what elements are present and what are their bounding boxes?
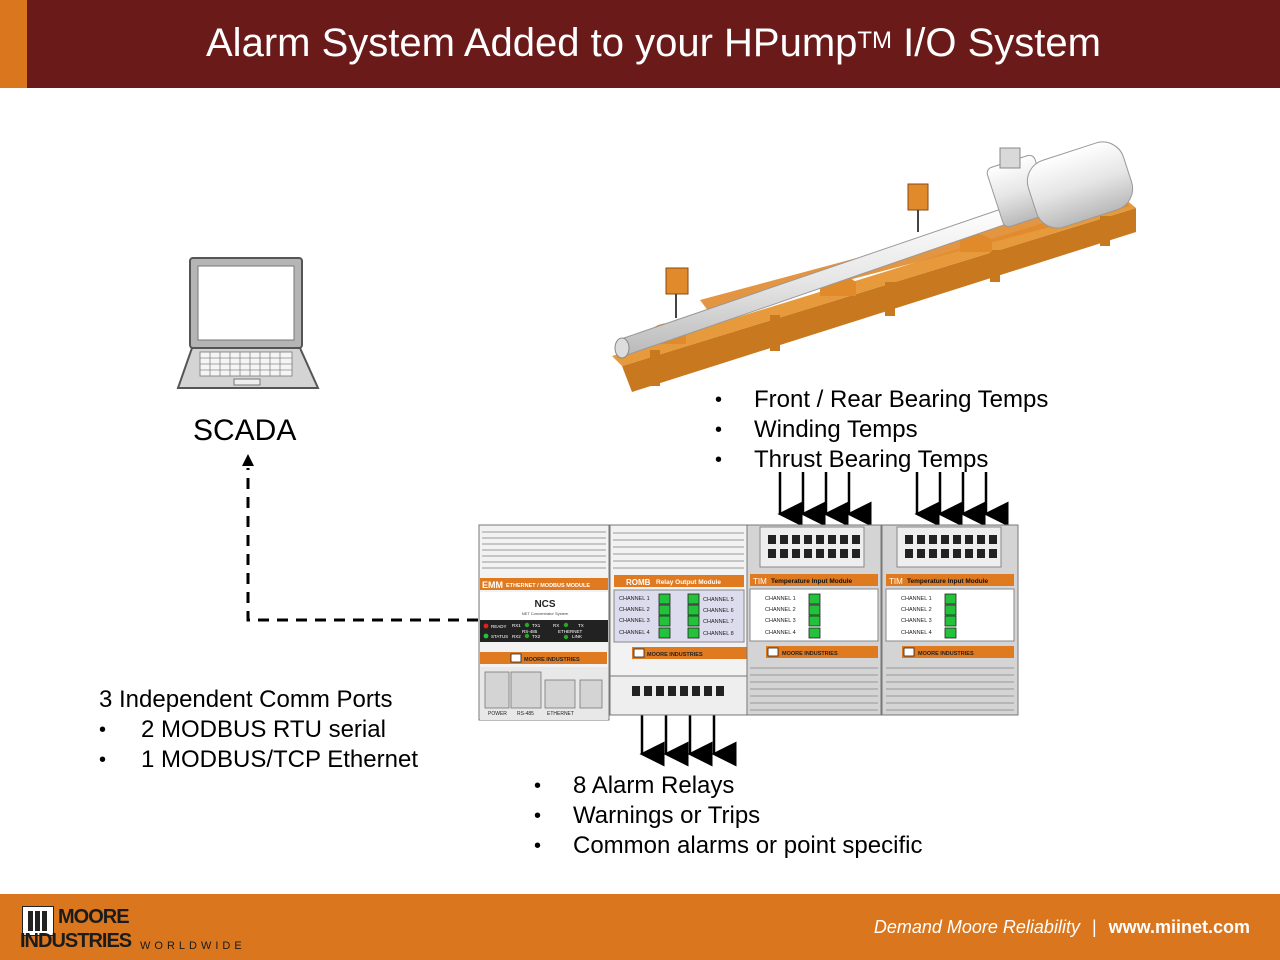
list-item: Warnings or Trips (534, 801, 922, 831)
svg-text:ETHERNET: ETHERNET (558, 629, 583, 634)
tagline-separator: | (1091, 917, 1097, 937)
company-logo: MOORE INDUSTRIES WORLDWIDE (20, 902, 250, 954)
svg-text:RS-485: RS-485 (522, 629, 538, 634)
list-item: 1 MODBUS/TCP Ethernet (99, 745, 418, 775)
title-bar: Alarm System Added to your HPumpTM I/O S… (0, 0, 1280, 88)
romb-module: ROMB Relay Output Module CHANNEL 1 CHANN… (609, 524, 748, 716)
svg-text:READY: READY (491, 624, 507, 629)
list-item: 2 MODBUS RTU serial (99, 715, 418, 745)
logo-line1: MOORE (58, 906, 130, 928)
romb-channels: CHANNEL 1 CHANNEL 2 CHANNEL 3 CHANNEL 4 … (619, 596, 734, 637)
romb-brand: MOORE INDUSTRIES (647, 652, 703, 658)
svg-text:TX: TX (578, 623, 584, 628)
tim-b-channels: CHANNEL 1 CHANNEL 2 CHANNEL 3 CHANNEL 4 (901, 596, 932, 636)
title-main: Alarm System Added to your HPump (206, 21, 858, 65)
logo-line3: WORLDWIDE (140, 940, 246, 952)
list-item: Common alarms or point specific (534, 831, 922, 861)
title-trademark: TM (857, 27, 893, 54)
svg-text:RX1: RX1 (512, 623, 521, 628)
svg-text:CHANNEL 3: CHANNEL 3 (619, 618, 650, 624)
tim-a-code: TIM (753, 577, 767, 586)
svg-text:RX: RX (553, 623, 559, 628)
footer-tagline: Demand Moore Reliability | www.miinet.com (874, 916, 1250, 938)
emm-ncs-sub: NET Concentrator System (522, 611, 569, 616)
tim-module-a: TIM Temperature Input Module CHANNEL 1 C… (746, 524, 882, 716)
tim-b-code: TIM (889, 577, 903, 586)
list-item: Winding Temps (715, 415, 1048, 445)
emm-port-rs485: RS-485 (517, 711, 534, 717)
tim-module-b: TIM Temperature Input Module CHANNEL 1 C… (881, 524, 1019, 716)
footer-url-link[interactable]: www.miinet.com (1108, 917, 1250, 937)
comm-heading: 3 Independent Comm Ports (99, 686, 393, 713)
emm-ncs: NCS (534, 599, 555, 610)
relay-bullet-list: 8 Alarm Relays Warnings or Trips Common … (534, 771, 922, 861)
list-item: Front / Rear Bearing Temps (715, 385, 1048, 415)
svg-text:CHANNEL 3: CHANNEL 3 (901, 618, 932, 624)
svg-text:CHANNEL 4: CHANNEL 4 (619, 630, 650, 636)
svg-text:CHANNEL 1: CHANNEL 1 (765, 596, 796, 602)
romb-name: Relay Output Module (656, 579, 721, 586)
page-title: Alarm System Added to your HPumpTM I/O S… (27, 18, 1280, 68)
svg-text:CHANNEL 6: CHANNEL 6 (703, 608, 734, 614)
comm-bullet-list: 2 MODBUS RTU serial 1 MODBUS/TCP Etherne… (99, 715, 418, 775)
pump-illustration (612, 141, 1136, 392)
tim-a-name: Temperature Input Module (771, 578, 853, 585)
scada-label: SCADA (193, 414, 297, 447)
title-accent-strip (0, 0, 27, 88)
svg-text:CHANNEL 5: CHANNEL 5 (703, 597, 734, 603)
emm-brand: MOORE INDUSTRIES (524, 657, 580, 663)
list-item: Thrust Bearing Temps (715, 445, 1048, 475)
laptop-icon (176, 257, 320, 389)
tagline-text: Demand Moore Reliability (873, 917, 1080, 937)
svg-text:CHANNEL 4: CHANNEL 4 (901, 630, 932, 636)
tim-b-brand: MOORE INDUSTRIES (918, 651, 974, 657)
svg-text:TX2: TX2 (532, 634, 541, 639)
svg-text:CHANNEL 3: CHANNEL 3 (765, 618, 796, 624)
emm-port-ethernet: ETHERNET (547, 711, 574, 717)
list-item: 8 Alarm Relays (534, 771, 922, 801)
svg-text:CHANNEL 7: CHANNEL 7 (703, 619, 734, 625)
footer-bar (0, 894, 1280, 960)
sensor-input-arrows (777, 472, 1009, 527)
emm-module: EMM ETHERNET / MODBUS MODULE NCS NET Con… (478, 524, 610, 721)
relay-output-arrows (639, 712, 737, 767)
romb-code: ROMB (626, 578, 651, 587)
tim-a-brand: MOORE INDUSTRIES (782, 651, 838, 657)
svg-text:CHANNEL 1: CHANNEL 1 (901, 596, 932, 602)
title-tail: I/O System (892, 21, 1101, 65)
svg-text:RX2: RX2 (512, 634, 521, 639)
emm-port-power: POWER (488, 711, 507, 717)
logo-line2: INDUSTRIES (20, 930, 132, 952)
svg-text:LINK: LINK (572, 634, 582, 639)
emm-code: EMM (482, 580, 503, 590)
comm-dashed-link (242, 454, 478, 622)
svg-text:CHANNEL 2: CHANNEL 2 (765, 607, 796, 613)
svg-text:CHANNEL 2: CHANNEL 2 (619, 607, 650, 613)
logo-mark-icon (22, 906, 54, 936)
svg-text:CHANNEL 4: CHANNEL 4 (765, 630, 796, 636)
tim-a-channels: CHANNEL 1 CHANNEL 2 CHANNEL 3 CHANNEL 4 (765, 596, 796, 636)
emm-name: ETHERNET / MODBUS MODULE (506, 583, 590, 589)
svg-text:CHANNEL 8: CHANNEL 8 (703, 631, 734, 637)
svg-text:CHANNEL 2: CHANNEL 2 (901, 607, 932, 613)
sensor-bullet-list: Front / Rear Bearing Temps Winding Temps… (715, 385, 1048, 475)
svg-text:TX1: TX1 (532, 623, 541, 628)
svg-text:STATUS: STATUS (491, 634, 508, 639)
emm-led-row: READY STATUS RX1 TX1 RX2 TX2 RS-485 RX T… (483, 622, 584, 640)
svg-text:CHANNEL 1: CHANNEL 1 (619, 596, 650, 602)
tim-b-name: Temperature Input Module (907, 578, 989, 585)
